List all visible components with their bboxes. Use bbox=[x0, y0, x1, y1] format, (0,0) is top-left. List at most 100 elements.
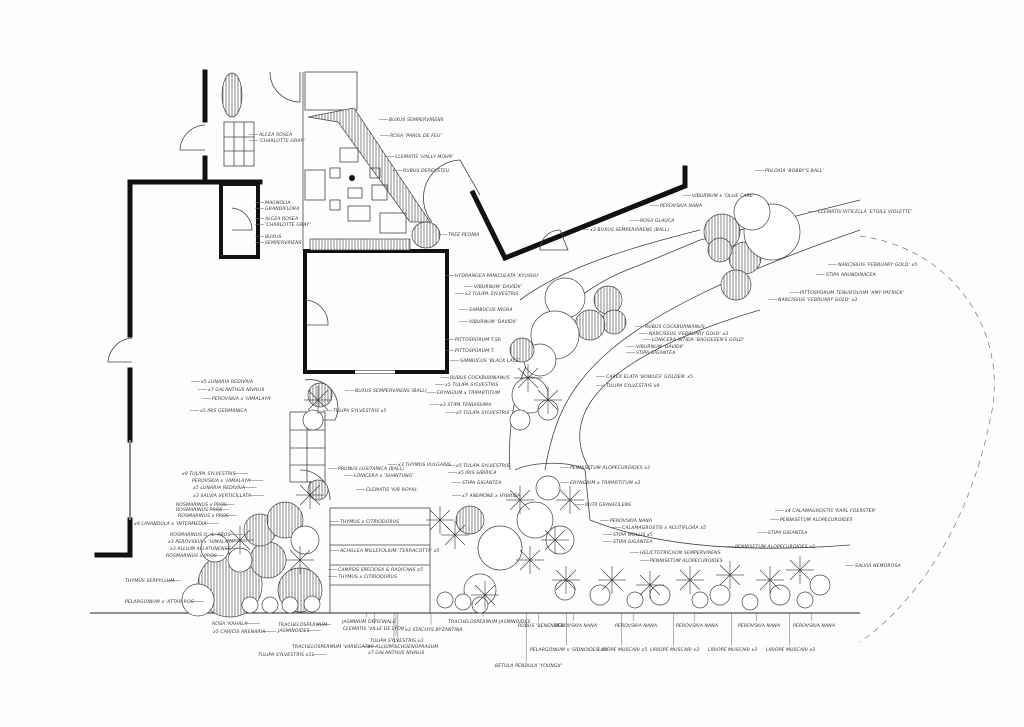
plant-label: STIPA GIGANTEA bbox=[613, 539, 653, 545]
plant-label: SAMBUCUS NIGRA bbox=[469, 307, 513, 313]
plant-label: PENNISETUM ALOPECUROIDES x3 bbox=[735, 544, 815, 550]
shrub-symbol bbox=[589, 584, 611, 606]
shrub-symbol bbox=[436, 591, 454, 609]
plant-label: PITTOSPORUM TENUIFOLIUM 'AMY PATRICK' bbox=[800, 290, 904, 296]
plant-label: ALCEA ROSEA bbox=[258, 132, 292, 138]
plant-label: HYDRANGEA PANICULATA 'KYUSHU' bbox=[455, 273, 539, 279]
star-plant-symbol bbox=[716, 561, 744, 589]
plant-label: TULIPA SYLVESTRIS x5 bbox=[333, 408, 387, 414]
plant-label: MAGNOLIA bbox=[265, 200, 291, 206]
plant-label: BUXUS bbox=[265, 234, 281, 240]
star-plant-symbol bbox=[636, 571, 664, 599]
star-plant-symbol bbox=[516, 546, 544, 574]
plant-label: GRANDIFLORA bbox=[265, 206, 299, 212]
shrub-symbol bbox=[709, 584, 731, 606]
star-plant-symbol bbox=[534, 386, 562, 414]
plant-label: PEROVSKIA NANA bbox=[676, 623, 718, 629]
shrub-symbol bbox=[626, 591, 644, 609]
plant-label: ROSMARINUS x PROS bbox=[166, 553, 217, 559]
star-plant-symbol bbox=[598, 566, 626, 594]
plant-label: TRACHELOSPERMUM 'VARIEGATA' bbox=[292, 644, 372, 650]
shrub-symbol bbox=[691, 591, 709, 609]
shrub-symbol bbox=[769, 584, 791, 606]
star-plant-symbol bbox=[676, 566, 704, 594]
plant-label: x3 STIPA TENUISSIMA bbox=[439, 402, 491, 408]
plant-label: 'CHARLOTTE GRAY' bbox=[259, 138, 305, 144]
star-plant-symbol bbox=[756, 566, 784, 594]
shrub-symbol bbox=[741, 593, 759, 611]
plant-label: RUBUS COCKBURNIANUS bbox=[450, 375, 510, 381]
plant-label: x3 TULIPA SYLVESTRIS bbox=[464, 291, 519, 297]
plant-label: x5 LUNARIA REDIVIVA bbox=[200, 379, 253, 385]
plant-label: x3 BUXUS SEMPERVIRENS (BALL) bbox=[589, 227, 669, 233]
plant-label: PENNISETUM ALOPECUROIDES bbox=[650, 558, 723, 564]
plant-label: PHLOXIA 'BOBBY'S BALL' bbox=[765, 168, 824, 174]
plant-label: 'CHARLOTTE GRAY' bbox=[265, 222, 311, 228]
star-plant-symbol bbox=[506, 486, 534, 514]
shrub-symbol bbox=[471, 596, 489, 614]
plant-label: x4 CALAMAGROSTIS 'KARL FOERSTER' bbox=[784, 508, 876, 514]
plant-label: PELARGONIUM x 'SIDNOIDES' x5 bbox=[530, 647, 608, 653]
plant-label: x7 GALANTHUS NIVALIS bbox=[367, 650, 425, 656]
plant-label: x5 IRIS SIBIRICA bbox=[457, 470, 497, 476]
plant-label: PEROVSKIA x 'HIMALAYA' bbox=[192, 478, 252, 484]
plant-label: TRACHELOSPERMUM JASMINOIDES bbox=[448, 619, 530, 625]
plant-label: ROSA GLAUCA bbox=[640, 218, 674, 224]
plant-label: THYMUS x CITRIODORUS bbox=[338, 574, 397, 580]
plant-label: LIRIOPE MUSCARI x3 bbox=[650, 647, 699, 653]
hatched-shrub-symbol bbox=[266, 501, 304, 539]
plant-label: x5 TULIPA SYLVESTRIS bbox=[444, 382, 499, 388]
plant-label: x3 ALLIUM AFLATUNENSE bbox=[169, 546, 231, 552]
plant-label: TULIPA SYLVESTRIS x3 bbox=[370, 638, 424, 644]
plant-label: STIPA GIGANTEA bbox=[768, 530, 808, 536]
plant-label: LONICERA x 'SHANTUNG' bbox=[354, 473, 414, 479]
plant-label: VIBURNUM 'DAVIDII' bbox=[636, 344, 684, 350]
plant-label: JASMINOIDES bbox=[277, 628, 310, 634]
plant-label: THYMUS SERPYLLUM bbox=[125, 578, 174, 584]
plant-label: ALCEA ROSEA bbox=[264, 216, 298, 222]
plant-label: ROSA 'KAHALA' bbox=[212, 621, 249, 627]
plant-label: x7 GALANTHUS NIVALIS bbox=[207, 387, 265, 393]
shrub-symbol bbox=[261, 596, 279, 614]
star-plant-symbol bbox=[541, 526, 569, 554]
hatched-shrub-symbol bbox=[509, 337, 535, 363]
plant-label: x3 PEROVSKIA x 'HIMALAYA' bbox=[167, 539, 235, 545]
plant-label: TREE PEONIA bbox=[448, 232, 480, 238]
plant-label: SAMBUCUS 'BLACK LACE' bbox=[460, 358, 520, 364]
plant-label: CLEMATIS 'VILLE DE LYON' bbox=[343, 626, 406, 632]
plant-label: PEROVSKIA NANA bbox=[738, 623, 780, 629]
plant-label: PEROVSKIA NANA bbox=[660, 203, 702, 209]
hatched-shrub-symbol bbox=[601, 309, 627, 335]
hatched-shrub-symbol bbox=[574, 309, 606, 341]
plant-label: LIRIOPE MUSCARI x3 bbox=[766, 647, 815, 653]
plant-label: LIRIOPE MUSCARI x5 bbox=[598, 647, 647, 653]
plant-label: VIBURNUM 'DAVIDII' bbox=[469, 319, 517, 325]
plant-label: x5 IRIS GERMANICA bbox=[199, 408, 247, 414]
shrub-symbol bbox=[516, 501, 554, 539]
shrub-symbol bbox=[554, 579, 576, 601]
plant-label: CAMPSIS SPECIOSA & RADICANS x5 bbox=[338, 567, 423, 573]
hatched-shrub-symbol bbox=[249, 541, 287, 579]
plant-label: STIPA GIGANTEA bbox=[462, 480, 502, 486]
hatched-shrub-symbol bbox=[593, 285, 623, 315]
plant-label: PELARGONIUM x 'ATTAR ROS' bbox=[125, 599, 195, 605]
plant-label: x3 STACHYS BYZANTINA bbox=[404, 627, 463, 633]
plant-label: LONICERA NITIDA 'BAGGESEN'S GOLD' bbox=[652, 337, 744, 343]
star-plant-symbol bbox=[471, 581, 499, 609]
plant-symbols bbox=[181, 193, 831, 618]
plant-label: CALAMAGROSTIS x ACUTIFLORA x5 bbox=[622, 525, 706, 531]
plant-label: VIBURNUM x 'OLLIE CARE' bbox=[692, 193, 754, 199]
plant-label: x3 THYMUS VULGARIS bbox=[397, 462, 451, 468]
plant-label: PEROVSKIA NANA bbox=[610, 518, 652, 524]
shrub-symbol bbox=[302, 409, 324, 431]
plant-label: TULIPA SYLVESTRIS x11 bbox=[258, 652, 315, 658]
plant-label: STIPA GIGANTEA bbox=[636, 350, 676, 356]
shrub-symbol bbox=[477, 525, 523, 571]
plant-label: x5 TULIPA SYLVESTRIS bbox=[455, 410, 510, 416]
shrub-symbol bbox=[535, 475, 561, 501]
shrub-symbol bbox=[303, 595, 321, 613]
plant-label: ERYNGIUM x TRIPARTITUM bbox=[437, 390, 500, 396]
